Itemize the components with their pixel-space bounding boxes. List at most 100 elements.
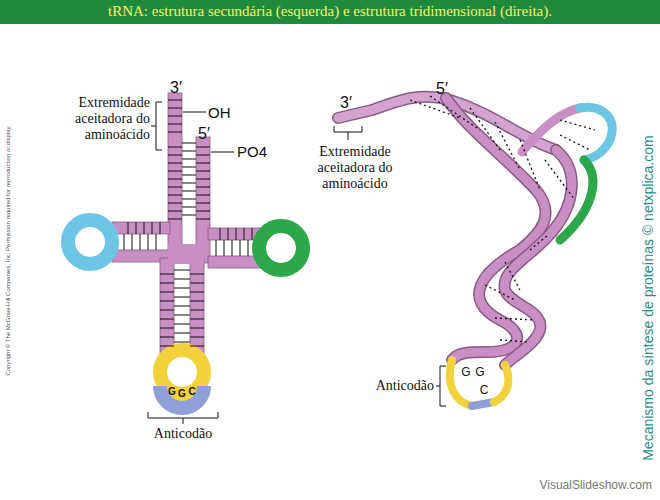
base-pair [160, 274, 174, 275]
base-pair [190, 274, 204, 275]
base-pair [148, 234, 149, 250]
base-pair [128, 222, 129, 234]
base-pair [236, 228, 237, 240]
base-pair [174, 315, 190, 316]
base-pair [168, 187, 182, 188]
base-pair [196, 179, 210, 180]
label: 5′ [198, 125, 210, 143]
base-pair [224, 240, 225, 256]
base-pair [160, 292, 174, 293]
strand [208, 256, 260, 268]
base-pair [182, 199, 196, 200]
base-pair [160, 310, 174, 311]
base-pair [182, 207, 196, 208]
base-pair [196, 155, 210, 156]
ribbon [338, 97, 612, 406]
base-pair [174, 324, 190, 325]
label: 3′ [170, 79, 182, 97]
label: Anticodão [154, 426, 212, 442]
base-pair [196, 163, 210, 164]
base-pair [190, 346, 204, 347]
base-pair [196, 219, 210, 220]
base-pair [190, 319, 204, 320]
base-pair [168, 171, 182, 172]
base-pair [220, 228, 221, 240]
base-pair [160, 337, 174, 338]
base-pair [190, 283, 204, 284]
label: Anticodão [376, 378, 434, 394]
base-pair [182, 159, 196, 160]
base-pair [216, 240, 217, 256]
base-pair [160, 319, 174, 320]
base-pair [174, 306, 190, 307]
base-pair [168, 211, 182, 212]
base-pair [190, 310, 204, 311]
base-pair [182, 167, 196, 168]
base-pair [182, 175, 196, 176]
base-pair [196, 147, 210, 148]
base-pair [168, 179, 182, 180]
base-pair [168, 108, 182, 109]
base-pair [168, 163, 182, 164]
base-pair [152, 222, 153, 234]
base-pair [174, 297, 190, 298]
base-pair [190, 328, 204, 329]
label: G [475, 366, 484, 380]
label: 5′ [436, 80, 448, 98]
base-pair [168, 132, 182, 133]
base-pair [248, 240, 249, 256]
base-pair [182, 183, 196, 184]
junction [168, 244, 204, 264]
base-pair [168, 147, 182, 148]
vertical-note: Copyright © The McGraw-Hill Companies, I… [5, 125, 12, 375]
title: tRNA: estrutura secundária (esquerda) e … [0, 3, 660, 20]
base-pair [190, 301, 204, 302]
base-pair [196, 171, 210, 172]
base-pair [168, 203, 182, 204]
strand [168, 93, 182, 263]
leaders [148, 102, 446, 424]
strand [208, 228, 260, 240]
base-pair [196, 211, 210, 212]
base-pair [252, 228, 253, 240]
base-pair [190, 337, 204, 338]
base-pair [160, 283, 174, 284]
base-pair [136, 222, 137, 234]
base-pair [168, 124, 182, 125]
base-pair [244, 228, 245, 240]
base-pair [174, 270, 190, 271]
base-pair [168, 155, 182, 156]
base-pair [156, 234, 157, 250]
hydrogen-bonds [410, 96, 595, 342]
label: PO4 [237, 143, 267, 160]
base-pair [168, 116, 182, 117]
base-pair [160, 346, 174, 347]
base-pair [182, 143, 196, 144]
base-pair [174, 279, 190, 280]
label: C [188, 386, 195, 398]
base-pair [196, 187, 210, 188]
base-pair [174, 333, 190, 334]
strand [112, 222, 170, 234]
base-pair [160, 328, 174, 329]
base-pair [168, 195, 182, 196]
strand [190, 258, 204, 354]
base-pair [232, 240, 233, 256]
label: G [168, 386, 176, 398]
base-pair [182, 151, 196, 152]
label: C [480, 384, 489, 398]
t-loop [259, 226, 303, 270]
base-pair [124, 234, 125, 250]
base-pair [228, 228, 229, 240]
base-pair [160, 301, 174, 302]
base-pair [132, 234, 133, 250]
base-pair [190, 292, 204, 293]
label: 3′ [340, 94, 352, 112]
label: VisualSlideshow.com [539, 479, 652, 493]
label: G [178, 388, 186, 400]
base-pair [182, 215, 196, 216]
base-pair [240, 240, 241, 256]
vertical-note: Mecanismo da síntese de proteínas © netx… [640, 135, 656, 460]
base-pair [160, 222, 161, 234]
